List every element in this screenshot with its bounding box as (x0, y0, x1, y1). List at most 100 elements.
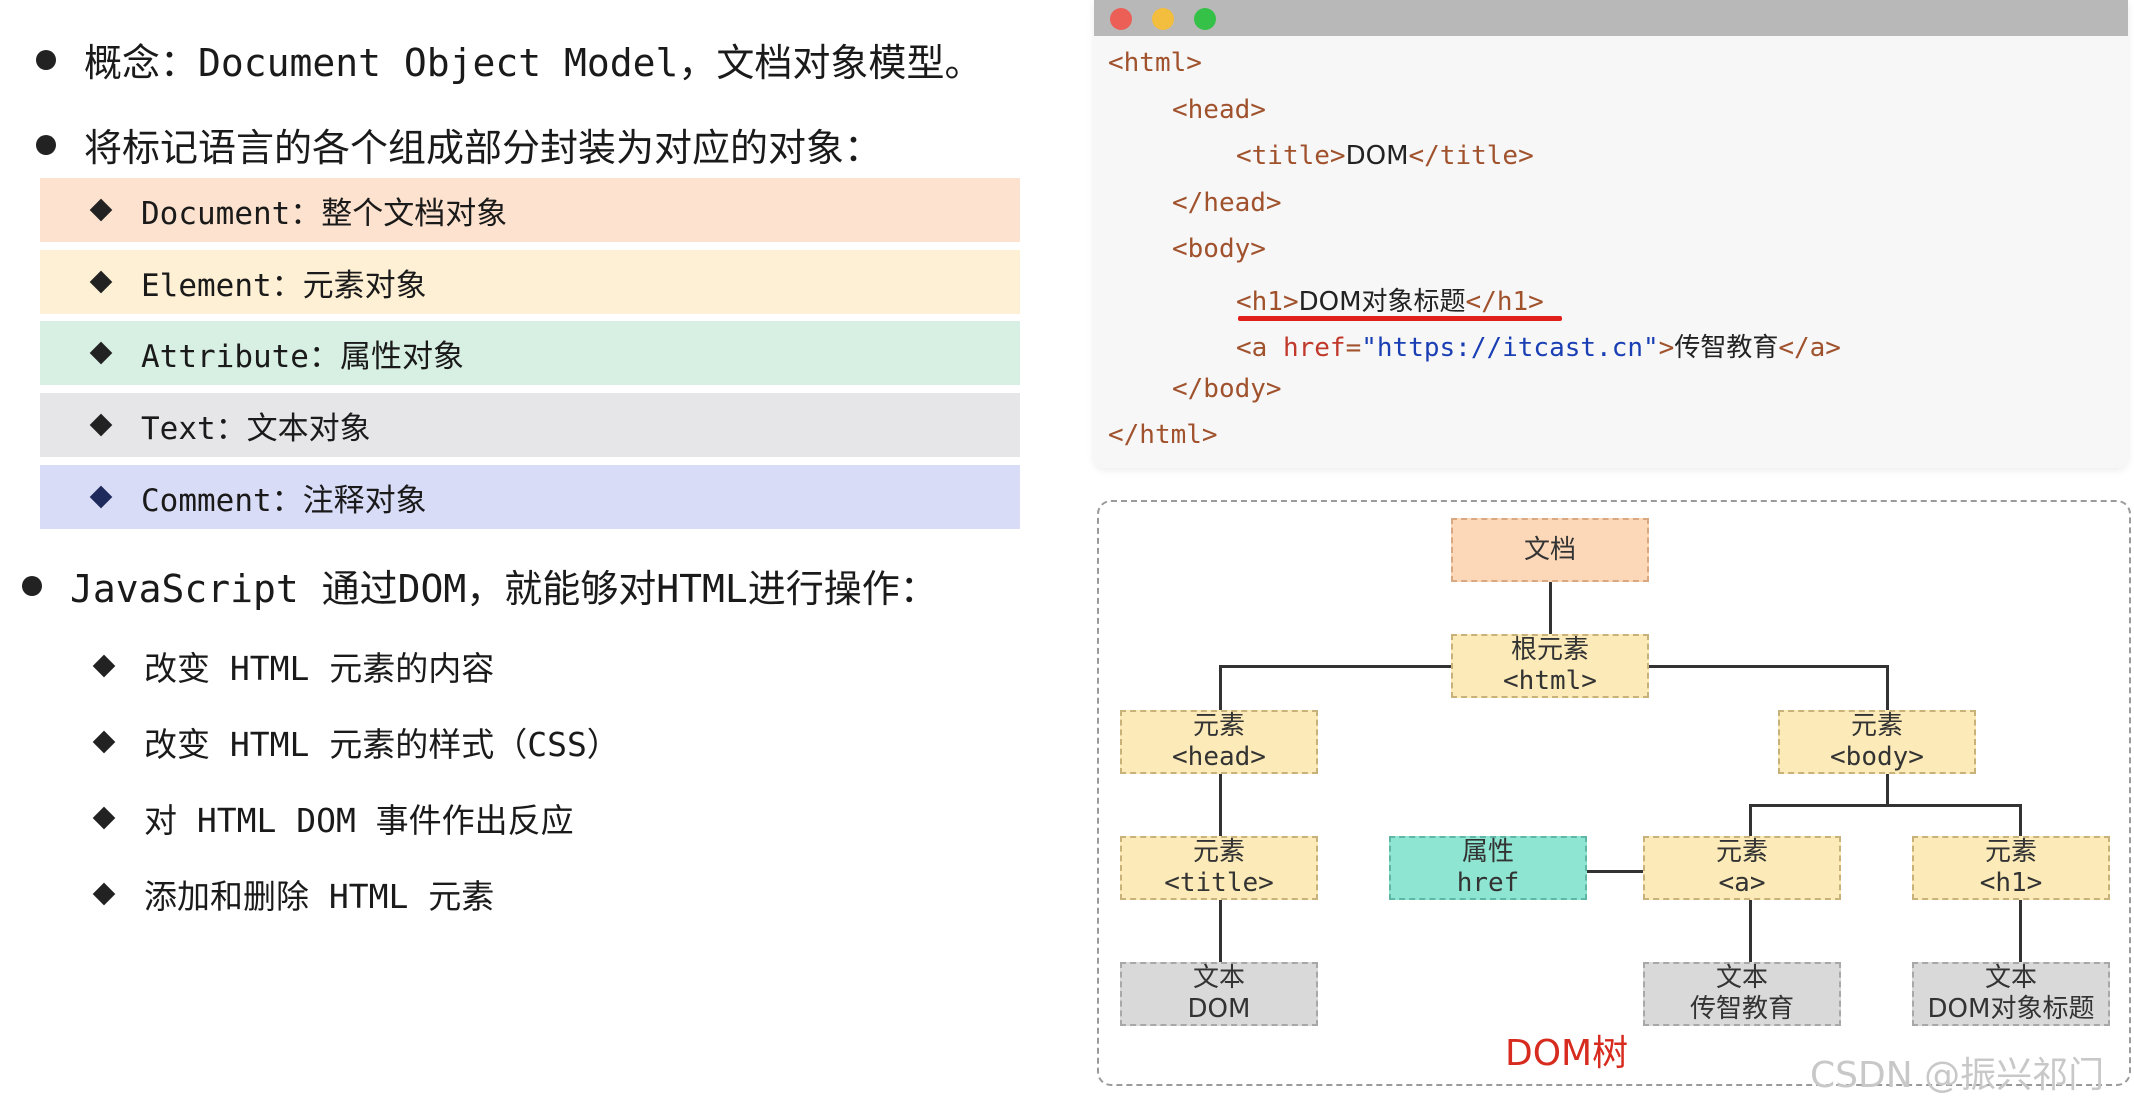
operation-item: 对 HTML DOM 事件作出反应 (0, 794, 574, 842)
code-text: DOM对象标题 (1298, 287, 1466, 317)
code-line-2: <head> (1172, 95, 1266, 125)
node-text-a: 文本 传智教育 (1643, 962, 1841, 1026)
object-item-comment: Comment：注释对象 (40, 465, 1020, 529)
js-line: JavaScript 通过DOM，就能够对HTML进行操作： (22, 558, 938, 613)
node-sublabel: DOM对象标题 (1927, 994, 2095, 1024)
node-sublabel: <head> (1172, 742, 1266, 772)
operation-label: 改变 HTML 元素的样式（CSS） (144, 725, 620, 764)
code-tag: <title> (1236, 141, 1346, 171)
node-label: 文本 (1715, 963, 1768, 993)
node-label: 元素 (1984, 837, 2037, 867)
dom-tree-label: DOM树 (1505, 1033, 1629, 1074)
code-tag: <h1> (1236, 287, 1299, 317)
code-line-5: <body> (1172, 234, 1266, 264)
concept-line: 概念：Document Object Model，文档对象模型。 (36, 32, 982, 87)
code-tag: </title> (1408, 141, 1534, 171)
object-label: Comment：注释对象 (141, 482, 427, 519)
code-line-7: <a href="https://itcast.cn">传智教育</a> (1236, 327, 1841, 364)
edge (1219, 774, 1222, 836)
object-item-attribute: Attribute：属性对象 (40, 321, 1020, 385)
node-label: 文档 (1523, 534, 1576, 565)
node-sublabel: <html> (1503, 666, 1597, 696)
diamond-icon (92, 654, 116, 678)
node-sublabel: DOM (1187, 994, 1251, 1024)
window-titlebar (1094, 0, 2128, 36)
edge (2019, 900, 2022, 962)
node-sublabel: <h1> (1979, 868, 2043, 898)
edge (1586, 870, 1643, 873)
code-line-3: <title>DOM</title> (1236, 141, 1534, 171)
code-tag: <a (1236, 333, 1283, 363)
diamond-icon (89, 485, 113, 509)
edge (1219, 900, 1222, 962)
code-window: <html> <head> <title>DOM</title> </head>… (1094, 0, 2128, 468)
diamond-icon (89, 198, 113, 222)
edge (1886, 665, 1889, 710)
diamond-icon (89, 341, 113, 365)
code-gt: > (1658, 333, 1675, 363)
object-item-text: Text：文本对象 (40, 393, 1020, 457)
js-text: JavaScript 通过DOM，就能够对HTML进行操作： (70, 567, 938, 611)
minimize-dot-icon[interactable] (1152, 8, 1174, 30)
code-text: DOM (1345, 141, 1409, 171)
edge (1749, 804, 1752, 836)
node-text-h1: 文本 DOM对象标题 (1912, 962, 2110, 1026)
code-line-1: <html> (1108, 48, 1202, 78)
node-attr-href: 属性 href (1389, 836, 1587, 900)
operation-item: 添加和删除 HTML 元素 (0, 870, 494, 918)
node-body: 元素 <body> (1778, 710, 1976, 774)
edge (1219, 665, 1452, 668)
node-label: 文本 (1984, 963, 2037, 993)
node-sublabel: href (1456, 868, 1520, 898)
encapsulate-text: 将标记语言的各个组成部分封装为对应的对象： (84, 126, 883, 170)
edge (2019, 804, 2022, 836)
operation-label: 添加和删除 HTML 元素 (144, 877, 495, 916)
node-title: 元素 <title> (1120, 836, 1318, 900)
node-root-html: 根元素 <html> (1451, 634, 1649, 698)
object-item-document: Document：整个文档对象 (40, 178, 1020, 242)
code-line-8: </body> (1172, 374, 1282, 404)
maximize-dot-icon[interactable] (1194, 8, 1216, 30)
node-head: 元素 <head> (1120, 710, 1318, 774)
dom-tree-diagram: 文档 根元素 <html> 元素 <head> 元素 <body> 元素 <ti… (1097, 500, 2131, 1086)
diamond-icon (92, 730, 116, 754)
code-tag: </h1> (1465, 287, 1544, 317)
code-string: "https://itcast.cn" (1361, 333, 1659, 363)
operation-item: 改变 HTML 元素的样式（CSS） (0, 718, 620, 766)
diamond-icon (89, 270, 113, 294)
node-sublabel: <title> (1164, 868, 1274, 898)
node-sublabel: <a> (1718, 868, 1766, 898)
edge (1886, 774, 1889, 806)
code-line-4: </head> (1172, 188, 1282, 218)
node-label: 元素 (1192, 711, 1245, 741)
object-label: Attribute：属性对象 (141, 338, 464, 375)
code-eq: = (1345, 333, 1362, 363)
encapsulate-line: 将标记语言的各个组成部分封装为对应的对象： (36, 117, 882, 172)
node-a: 元素 <a> (1643, 836, 1841, 900)
object-label: Document：整个文档对象 (141, 195, 508, 232)
node-label: 根元素 (1510, 635, 1589, 665)
node-label: 元素 (1715, 837, 1768, 867)
code-tag: </a> (1778, 333, 1841, 363)
operation-item: 改变 HTML 元素的内容 (0, 642, 494, 690)
node-sublabel: <body> (1830, 742, 1924, 772)
node-label: 元素 (1850, 711, 1903, 741)
watermark: CSDN @振兴祁门 (1810, 1055, 2105, 1096)
diamond-icon (92, 882, 116, 906)
node-h1: 元素 <h1> (1912, 836, 2110, 900)
object-label: Element：元素对象 (141, 267, 427, 304)
node-sublabel: 传智教育 (1689, 994, 1794, 1024)
operation-label: 改变 HTML 元素的内容 (144, 649, 495, 688)
diamond-icon (89, 413, 113, 437)
node-text-dom: 文本 DOM (1120, 962, 1318, 1026)
red-underline (1238, 316, 1562, 321)
close-dot-icon[interactable] (1110, 8, 1132, 30)
edge (1219, 665, 1222, 710)
edge (1549, 582, 1552, 634)
node-label: 元素 (1192, 837, 1245, 867)
node-document: 文档 (1451, 518, 1649, 582)
edge (1647, 665, 1888, 668)
node-label: 属性 (1461, 837, 1514, 867)
code-attr: href (1282, 333, 1346, 363)
node-label: 文本 (1192, 963, 1245, 993)
